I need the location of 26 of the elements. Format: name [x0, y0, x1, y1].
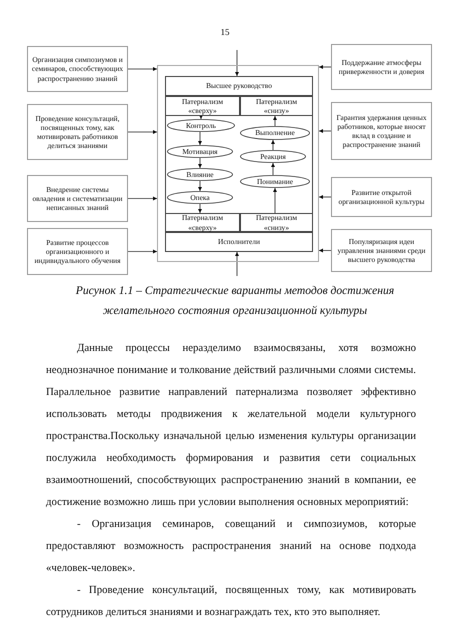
figure-caption: Рисунок 1.1 – Стратегические варианты методов достижения желательного состояния организационной культуры — [75, 283, 395, 319]
arrow — [128, 67, 158, 71]
arrow — [128, 196, 158, 200]
arrow — [235, 50, 239, 76]
paragraph: - Организация семинаров, совещаний и симпозиумов, которые предоставляют возможность распространения знаний на основе подхода «человек-человек». — [46, 517, 416, 576]
arrow — [271, 140, 275, 150]
arrow — [128, 250, 158, 254]
arrow — [198, 158, 202, 168]
arrow — [199, 115, 203, 120]
paragraph: Данные процессы неразделимо взаимосвязаны, хотя возможно неоднозначное понимание и толкование действий различными слоями системы. Параллельное развитие направлений патернализма позволяет эффективно использовать методы продвижения к желательной модели культурного пространства.Поскольку изначальной целью изменения культуры организации послужила необходимость формирования и развития сети социальных взаимоотношений, способствующих распространению знаний в компании, ее достижение возможно лишь при условии выполнения основных мероприятий: — [46, 341, 416, 510]
arrow — [271, 162, 275, 176]
inner-frame — [165, 76, 313, 252]
paragraph: - Проведение консультаций, посвященных тому, как мотивировать сотрудников делиться знаниями и вознаграждать тех, кто это выполняет. — [46, 583, 416, 620]
arrow — [128, 130, 158, 134]
arrow — [318, 195, 332, 199]
arrow — [235, 252, 239, 276]
arrow — [318, 129, 332, 133]
arrow — [318, 248, 332, 252]
diagram-frame — [157, 65, 319, 262]
arrow — [273, 116, 277, 126]
arrow — [198, 132, 202, 146]
page-number: 15 — [220, 27, 230, 37]
arrow — [273, 188, 277, 214]
arrow — [198, 180, 202, 192]
arrow — [318, 65, 332, 69]
arrow — [198, 204, 202, 214]
